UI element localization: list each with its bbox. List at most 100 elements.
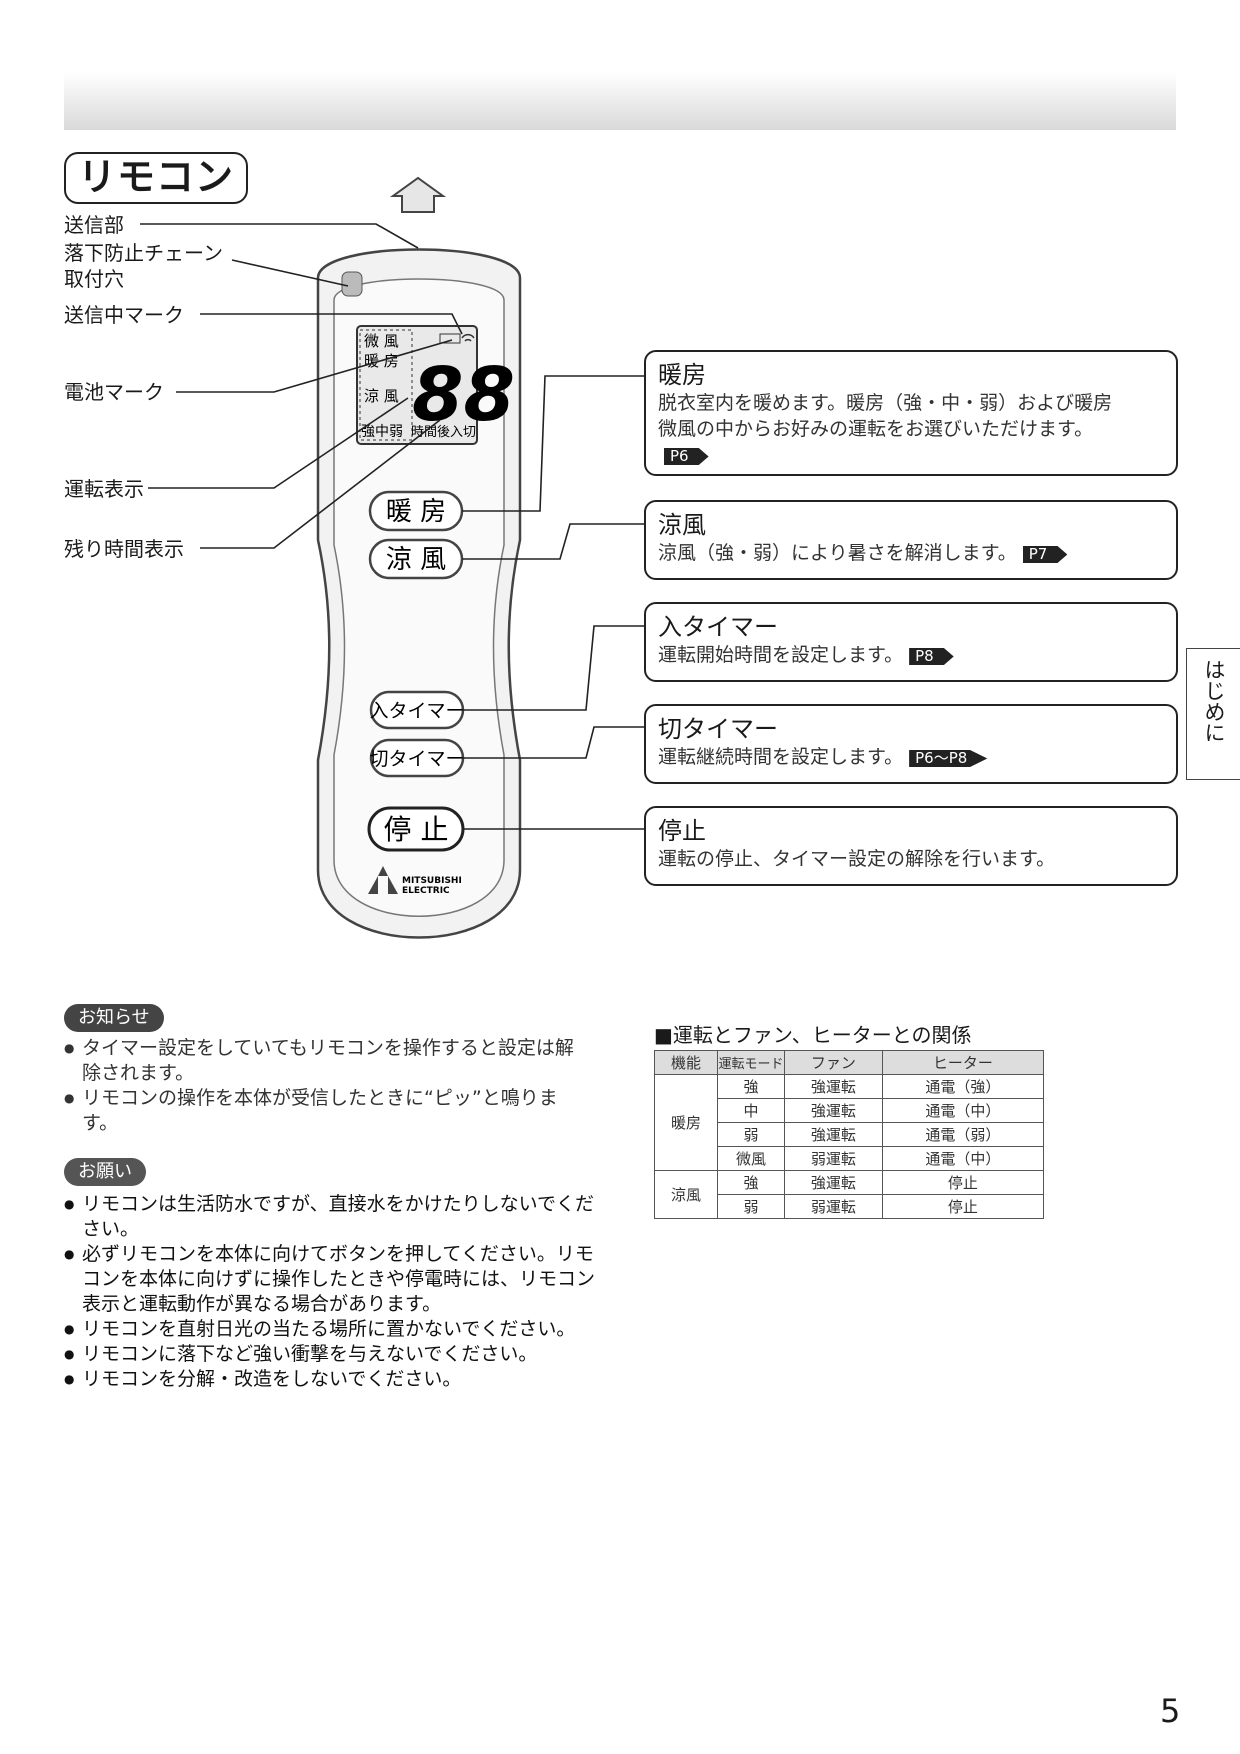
label-operation-display: 運転表示 [64, 477, 144, 501]
heat-button[interactable]: 暖 房 [368, 490, 464, 532]
callout-cool: 涼風 涼風（強・弱）により暑さを解消します。P7 [644, 500, 1178, 580]
svg-text:切タイマー: 切タイマー [369, 748, 464, 770]
callout-body: 運転の停止、タイマー設定の解除を行います。 [658, 848, 1056, 870]
table-header: ヒーター [881, 1050, 1045, 1075]
table-cell: 中 [717, 1098, 785, 1123]
callout-stop: 停止 運転の停止、タイマー設定の解除を行います。 [644, 806, 1178, 886]
request-list: リモコンは生活防水ですが、直接水をかけたりしないでください。 必ずリモコンを本体… [64, 1192, 604, 1392]
callout-heading: 入タイマー [658, 613, 778, 641]
sending-icon [461, 333, 475, 342]
table-cell: 涼風 [654, 1170, 718, 1219]
table-cell: 通電（中） [881, 1098, 1045, 1123]
page-title: リモコン [64, 152, 249, 204]
callout-body: 運転継続時間を設定します。P6〜P8 [658, 744, 1128, 770]
table-row: 弱 強運転 通電（弱） [655, 1122, 1045, 1147]
table-header-row: 機能 運転モード ファン ヒーター [654, 1050, 1045, 1075]
off-timer-button[interactable]: 切タイマー [369, 738, 465, 778]
callout-heading: 暖房 [658, 361, 706, 389]
lcd-screen [356, 325, 478, 445]
notice-label: お知らせ [64, 1004, 164, 1032]
stop-button[interactable]: 停 止 [367, 806, 465, 852]
svg-text:停 止: 停 止 [384, 813, 449, 846]
callout-heading: 停止 [658, 817, 706, 845]
table-header: ファン [784, 1050, 883, 1075]
lcd-timer-labels: 時間後入切 [411, 425, 476, 440]
svg-text:入タイマー: 入タイマー [369, 700, 464, 722]
list-item: リモコンを分解・改造をしないでください。 [64, 1367, 604, 1392]
lcd-strength: 強中弱 [361, 424, 403, 440]
table-cell: 弱 [717, 1122, 785, 1147]
page-ref-badge[interactable]: P6〜P8 [909, 750, 988, 767]
table-cell: 暖房 [654, 1074, 718, 1171]
table-cell: 弱運転 [784, 1146, 883, 1171]
left-leader-lines [140, 223, 463, 549]
callout-body: 脱衣室内を暖めます。暖房（強・中・弱）および暖房微風の中からお好みの運転をお選び… [658, 392, 1113, 465]
label-chain-hole: 落下防止チェーン 取付穴 [64, 241, 223, 291]
list-item: リモコンに落下など強い衝撃を与えないでください。 [64, 1342, 604, 1367]
callout-body: 涼風（強・弱）により暑さを解消します。P7 [658, 540, 1128, 566]
table-cell: 強 [717, 1170, 785, 1195]
page-ref-badge[interactable]: P7 [1022, 546, 1068, 563]
label-transmitter: 送信部 [64, 213, 124, 237]
table-cell: 通電（中） [881, 1146, 1045, 1171]
table-cell: 停止 [881, 1194, 1045, 1219]
table-cell: 強運転 [784, 1170, 883, 1195]
remote-illustration: 微 風 暖 房 涼 風 88 強中弱 時間後入切 暖 房 涼 風 入タイマー 切… [140, 176, 644, 939]
side-tab[interactable]: はじめに [1186, 648, 1240, 780]
table-cell: 強運転 [784, 1074, 883, 1099]
list-item: リモコンを直射日光の当たる場所に置かないでください。 [64, 1317, 604, 1342]
chain-hole [341, 271, 363, 297]
callout-off-timer: 切タイマー 運転継続時間を設定します。P6〜P8 [644, 704, 1178, 784]
cool-button[interactable]: 涼 風 [368, 538, 464, 580]
page-ref-badge[interactable]: P6 [664, 448, 709, 465]
callout-on-timer: 入タイマー 運転開始時間を設定します。P8 [644, 602, 1178, 682]
brand-line2: ELECTRIC [402, 886, 450, 896]
label-sending-mark: 送信中マーク [64, 303, 184, 327]
lcd-mode-cool: 涼 風 [364, 387, 399, 405]
notice-list: タイマー設定をしていてもリモコンを操作すると設定は解除されます。 リモコンの操作… [64, 1036, 584, 1136]
table-header: 機能 [654, 1050, 718, 1075]
table-cell: 弱運転 [784, 1194, 883, 1219]
table-cell: 微風 [717, 1146, 785, 1171]
relation-table-title: ■運転とファン、ヒーターとの関係 [654, 1023, 972, 1047]
brand-line1: MITSUBISHI [402, 876, 462, 886]
svg-text:暖 房: 暖 房 [386, 497, 446, 527]
notice-section: お知らせ タイマー設定をしていてもリモコンを操作すると設定は解除されます。 リモ… [64, 1004, 584, 1136]
label-remaining-time: 残り時間表示 [64, 537, 184, 561]
table-cell: 強運転 [784, 1122, 883, 1147]
table-cell: 強運転 [784, 1098, 883, 1123]
table-cell: 弱 [717, 1194, 785, 1219]
table-row: 暖房 強 強運転 通電（強） [654, 1074, 1045, 1171]
list-item: リモコンは生活防水ですが、直接水をかけたりしないでください。 [64, 1192, 604, 1242]
callout-heading: 涼風 [658, 511, 706, 539]
table-row: 中 強運転 通電（中） [655, 1098, 1045, 1123]
request-section: お願い リモコンは生活防水ですが、直接水をかけたりしないでください。 必ずリモコ… [64, 1158, 604, 1392]
table-cell: 通電（弱） [881, 1122, 1045, 1147]
table-cell: 通電（強） [881, 1074, 1045, 1099]
lcd-mode-area [359, 329, 413, 441]
relation-table: 機能 運転モード ファン ヒーター 暖房 強 強運転 通電（強） 中 強運転 通… [654, 1050, 1045, 1219]
on-timer-button[interactable]: 入タイマー [369, 690, 465, 730]
request-label: お願い [64, 1158, 146, 1186]
table-cell: 強 [717, 1074, 785, 1099]
page-ref-badge[interactable]: P8 [909, 648, 954, 665]
label-battery-mark: 電池マーク [64, 380, 164, 404]
table-header: 運転モード [717, 1050, 785, 1075]
list-item: リモコンの操作を本体が受信したときに“ピッ”と鳴ります。 [64, 1086, 584, 1136]
table-row: 弱 弱運転 停止 [655, 1194, 1045, 1219]
table-row: 涼風 強 強運転 停止 [654, 1170, 1045, 1219]
right-leader-lines [462, 375, 644, 830]
callout-heat: 暖房 脱衣室内を暖めます。暖房（強・中・弱）および暖房微風の中からお好みの運転を… [644, 350, 1178, 476]
signal-arrow-icon [389, 176, 447, 213]
page-number: 5 [1160, 1692, 1181, 1730]
list-item: タイマー設定をしていてもリモコンを操作すると設定は解除されます。 [64, 1036, 584, 1086]
callout-heading: 切タイマー [658, 715, 778, 743]
side-tab-label: はじめに [1202, 659, 1226, 743]
lcd-digits: 88 [412, 352, 515, 438]
battery-icon [439, 333, 461, 344]
lcd-mode-breeze: 微 風 [364, 332, 399, 350]
list-item: 必ずリモコンを本体に向けてボタンを押してください。リモコンを本体に向けずに操作し… [64, 1242, 604, 1317]
callout-body: 運転開始時間を設定します。P8 [658, 642, 1128, 668]
header-bar [64, 72, 1176, 130]
svg-text:涼 風: 涼 風 [386, 545, 446, 575]
